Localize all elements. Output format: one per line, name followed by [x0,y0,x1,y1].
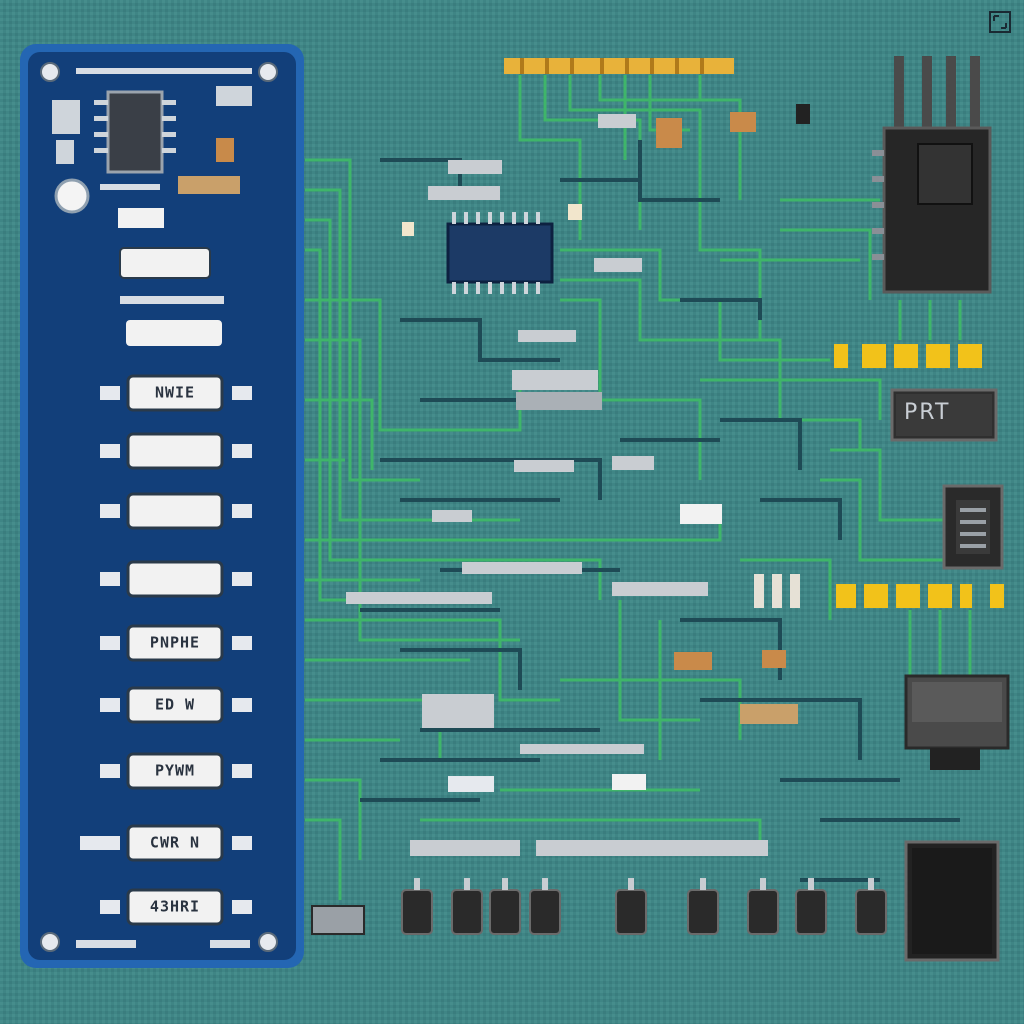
module-7-label: PYWM [154,761,196,780]
bottom-right-block [904,840,1000,962]
prt-chip [890,388,998,442]
module-5 [100,624,252,662]
module-4 [100,560,252,598]
panel-silkscreen [76,68,252,948]
module-8-label: CWR N [149,833,201,852]
top-header-strip [504,58,734,74]
module-5-label: PNPHE [149,633,201,652]
green-traces [305,75,972,900]
smd-resistors [402,104,810,792]
led-row-top [834,344,982,368]
module-2 [100,432,252,470]
module-1 [100,374,252,412]
panel-small-parts [52,86,252,346]
dark-traces [360,140,960,882]
module-9 [100,888,252,926]
module-6 [100,686,252,724]
expand-icon[interactable] [988,10,1012,34]
led-row-bottom [836,584,1004,608]
panel-screws [40,62,278,952]
left-panel [20,44,304,968]
panel-modules [80,374,252,926]
module-6-label: ED W [154,695,196,714]
module-1-label: NWIE [154,383,196,402]
prt-chip-label: PRT [904,400,951,425]
panel-soic-chip [94,90,176,174]
bottom-transistors [311,878,887,935]
module-8 [80,824,252,862]
right-power-chip [872,56,992,294]
module-3 [100,492,252,530]
module-9-label: 43HRI [149,897,201,916]
bottom-pin-strips [346,114,768,856]
module-7 [100,752,252,790]
center-qfp-chip [446,212,554,294]
connector-block [904,674,1010,770]
small-ic-right [942,484,1004,570]
